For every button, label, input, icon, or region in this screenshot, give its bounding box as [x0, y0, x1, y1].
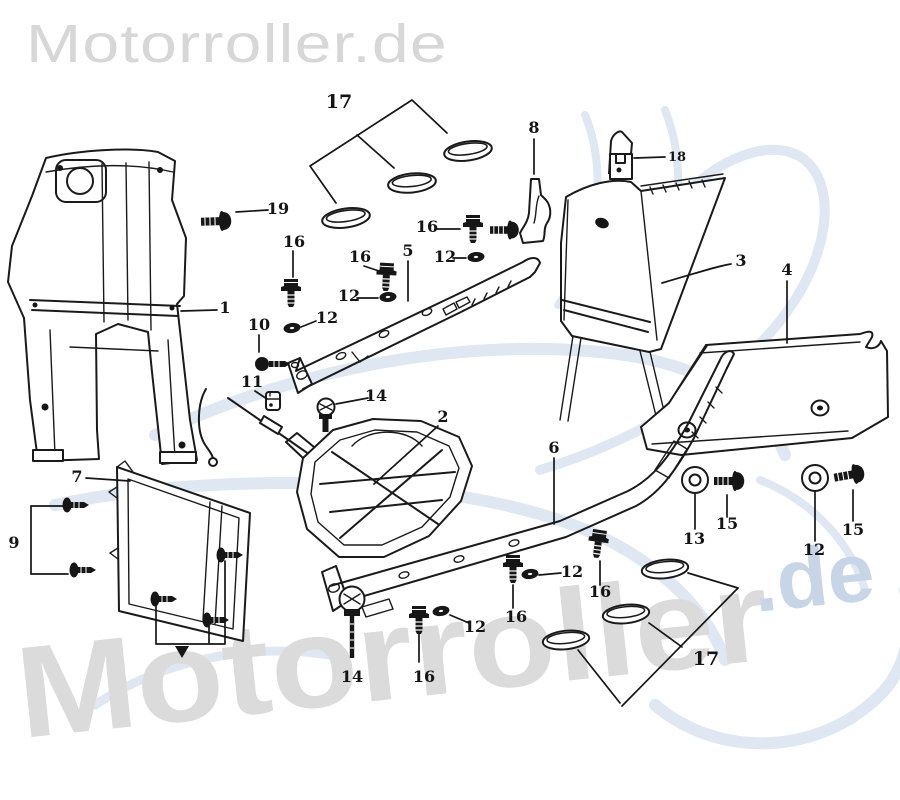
callout-16-e: 16	[505, 607, 527, 626]
access-lid-part	[108, 460, 251, 642]
site-logo: Motorroller.de	[26, 14, 448, 74]
callout-12-d: 12	[464, 617, 486, 636]
callout-13: 13	[683, 529, 705, 548]
callout-9: 9	[8, 533, 19, 552]
callout-5: 5	[402, 241, 413, 260]
callout-1: 1	[219, 298, 230, 317]
callout-3: 3	[735, 251, 746, 270]
footboard-part	[285, 418, 473, 558]
callout-17-top: 17	[326, 91, 352, 113]
callout-labels: 17 8 18 19 16 16 16 12 5 12 12 10 1 11 1…	[8, 91, 864, 686]
callout-15-b: 15	[842, 520, 864, 539]
clip-11-part	[265, 391, 281, 411]
watermark-domain-text: .de	[748, 524, 879, 630]
callout-18: 18	[668, 150, 686, 165]
callout-6: 6	[548, 438, 559, 457]
cable-part	[198, 388, 317, 467]
side-panel-part	[640, 330, 889, 456]
front-panel-part	[7, 148, 198, 465]
lid-screws-group	[30, 497, 244, 658]
screw-10-part	[255, 357, 300, 371]
clip-part	[609, 153, 633, 180]
callout-19: 19	[267, 199, 289, 218]
callout-16-f: 16	[413, 667, 435, 686]
callout-14-bottom: 14	[341, 667, 363, 686]
callout-12-top: 12	[434, 247, 456, 266]
callout-11: 11	[241, 372, 263, 391]
callout-12-a: 12	[316, 308, 338, 327]
callout-14-top: 14	[365, 386, 387, 405]
callout-17-bottom: 17	[693, 648, 719, 670]
screw-14-top	[316, 397, 336, 432]
screw-14-bottom	[338, 585, 366, 658]
callout-16-d: 16	[589, 582, 611, 601]
callout-16-c: 16	[416, 217, 438, 236]
callout-2: 2	[437, 407, 448, 426]
callout-12-c: 12	[561, 562, 583, 581]
callout-16-a: 16	[283, 232, 305, 251]
bracket-part	[519, 178, 552, 244]
leader-lines	[85, 99, 854, 707]
callout-12-washer: 12	[803, 540, 825, 559]
callout-7: 7	[71, 467, 82, 486]
callout-15-a: 15	[716, 514, 738, 533]
callout-4: 4	[781, 260, 792, 279]
hardware-group	[200, 137, 867, 658]
callout-12-b: 12	[338, 286, 360, 305]
callout-8: 8	[528, 118, 539, 137]
callout-10: 10	[248, 315, 270, 334]
callout-16-b: 16	[349, 247, 371, 266]
